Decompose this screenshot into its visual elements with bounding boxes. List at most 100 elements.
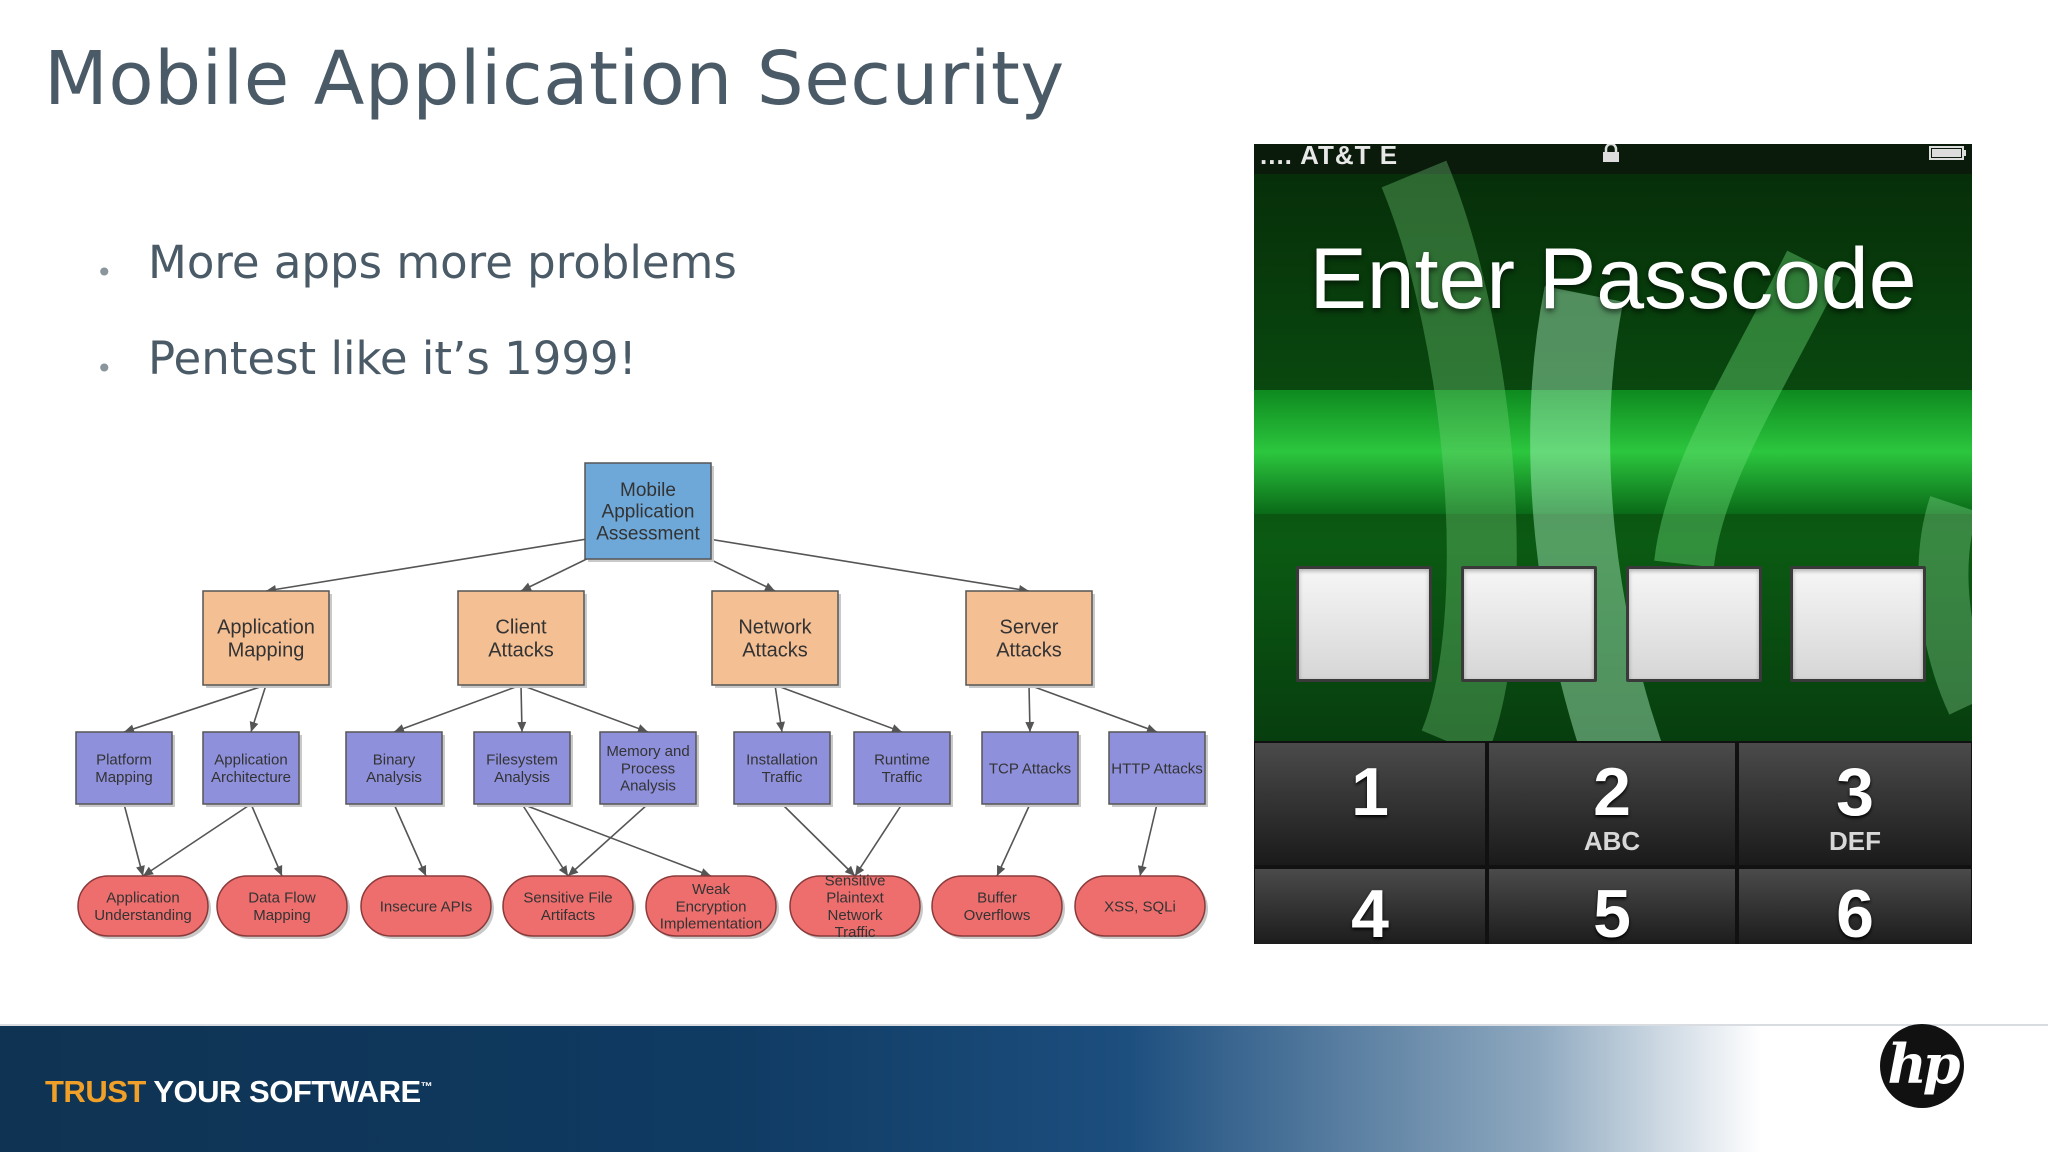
category-technique-link-head	[394, 724, 405, 733]
technique-finding-link-head	[568, 865, 579, 876]
lock-icon	[1603, 144, 1619, 162]
root-category-link	[265, 530, 637, 592]
category-technique-link-head	[517, 721, 527, 732]
keypad-key-1[interactable]: 1	[1254, 756, 1486, 828]
keypad-key-5[interactable]: 5	[1488, 878, 1736, 944]
technique-finding-link-head	[997, 865, 1006, 876]
passcode-title: Enter Passcode	[1309, 231, 1917, 327]
technique-finding-link	[521, 803, 569, 877]
diagram-technique-node-shape	[345, 731, 443, 805]
diagram-finding-node-shape	[502, 875, 634, 937]
root-category-link-head	[521, 582, 532, 591]
diagram-finding-node-label: Insecure APIs	[380, 898, 473, 915]
status-bar: .... AT&T E	[1254, 144, 1972, 170]
category-technique-link	[123, 684, 267, 733]
category-technique-link-head	[1025, 721, 1035, 732]
category-technique-link-head	[249, 721, 259, 732]
diagram-finding-node-shape	[645, 875, 777, 937]
diagram-category-node-shape	[457, 590, 585, 686]
diagram-finding-node-shape	[789, 875, 921, 937]
diagram-technique-node-shape	[853, 731, 951, 805]
key-number: 6	[1836, 876, 1874, 944]
technique-finding-link-head	[855, 865, 865, 876]
technique-finding-link	[250, 803, 283, 877]
passcode-digit-field[interactable]	[1461, 566, 1597, 682]
key-number: 3	[1836, 754, 1874, 830]
technique-finding-link	[781, 803, 856, 877]
diagram-technique-node-shape	[473, 731, 571, 805]
technique-finding-link-head	[143, 866, 154, 876]
technique-finding-link	[1139, 803, 1158, 877]
technique-finding-link	[567, 803, 649, 877]
root-category-link-head	[764, 582, 775, 591]
technique-finding-link	[996, 803, 1031, 877]
keypad-key-4[interactable]: 4	[1254, 878, 1486, 944]
passcode-digit-field[interactable]	[1296, 566, 1432, 682]
diagram-category-node-shape	[965, 590, 1093, 686]
category-technique-link-head	[776, 721, 785, 732]
hp-logo: hp	[1880, 1024, 1964, 1108]
passcode-digit-field[interactable]	[1626, 566, 1762, 682]
tagline-trust: TRUST	[45, 1074, 146, 1109]
hp-logo-mark: hp	[1887, 1032, 1960, 1096]
keypad-key-3[interactable]: 3 DEF	[1738, 756, 1972, 854]
diagram-technique-node-shape	[202, 731, 300, 805]
category-technique-link	[520, 684, 649, 733]
diagram-category-node-shape	[202, 590, 330, 686]
diagram-technique-node-label: HTTP Attacks	[1111, 760, 1202, 777]
technique-finding-link-head	[558, 865, 568, 876]
diagram-technique-node-shape	[733, 731, 831, 805]
technique-finding-link	[854, 803, 903, 877]
diagram-finding-node-shape	[931, 875, 1063, 937]
keypad-key-2[interactable]: 2 ABC	[1488, 756, 1736, 854]
key-number: 1	[1351, 754, 1389, 830]
diagram-finding-node-label: XSS, SQLi	[1104, 898, 1176, 915]
passcode-digit-field[interactable]	[1790, 566, 1926, 682]
key-number: 2	[1593, 754, 1631, 830]
bullet-text: Pentest like it’s 1999!	[148, 332, 637, 385]
bullet-dot: •	[96, 256, 113, 289]
diagram-technique-node-shape	[599, 731, 697, 805]
bullet-dot: •	[96, 352, 113, 385]
category-technique-link-head	[1146, 724, 1157, 733]
key-number: 5	[1593, 876, 1631, 944]
category-technique-link-head	[891, 724, 902, 733]
diagram-root-node-shape	[584, 462, 712, 560]
keypad-key-6[interactable]: 6	[1738, 878, 1972, 944]
category-technique-link	[1028, 684, 1158, 733]
carrier-label: .... AT&T E	[1260, 144, 1399, 170]
diagram-technique-node-shape	[981, 731, 1079, 805]
diagram-category-node-shape	[711, 590, 839, 686]
trademark-mark: ™	[420, 1079, 433, 1094]
footer-bar	[0, 1026, 2048, 1152]
passcode-screen: .... AT&T E Enter Passcode 1 2 ABC 3 DEF…	[1254, 144, 1972, 944]
bullet-text: More apps more problems	[148, 236, 737, 289]
diagram-technique-node-shape	[1108, 731, 1206, 805]
phone-background	[1254, 144, 1972, 944]
technique-finding-link	[123, 803, 144, 877]
diagram-technique-node-label: TCP Attacks	[989, 760, 1071, 777]
technique-finding-link	[142, 803, 252, 877]
technique-finding-link-head	[273, 865, 283, 876]
diagram-finding-node-shape	[360, 875, 492, 937]
bullet-item: • More apps more problems	[90, 232, 1090, 328]
bullet-item: • Pentest like it’s 1999!	[90, 328, 1090, 424]
diagram-finding-node-shape	[77, 875, 209, 937]
diagram-technique-node-shape	[75, 731, 173, 805]
